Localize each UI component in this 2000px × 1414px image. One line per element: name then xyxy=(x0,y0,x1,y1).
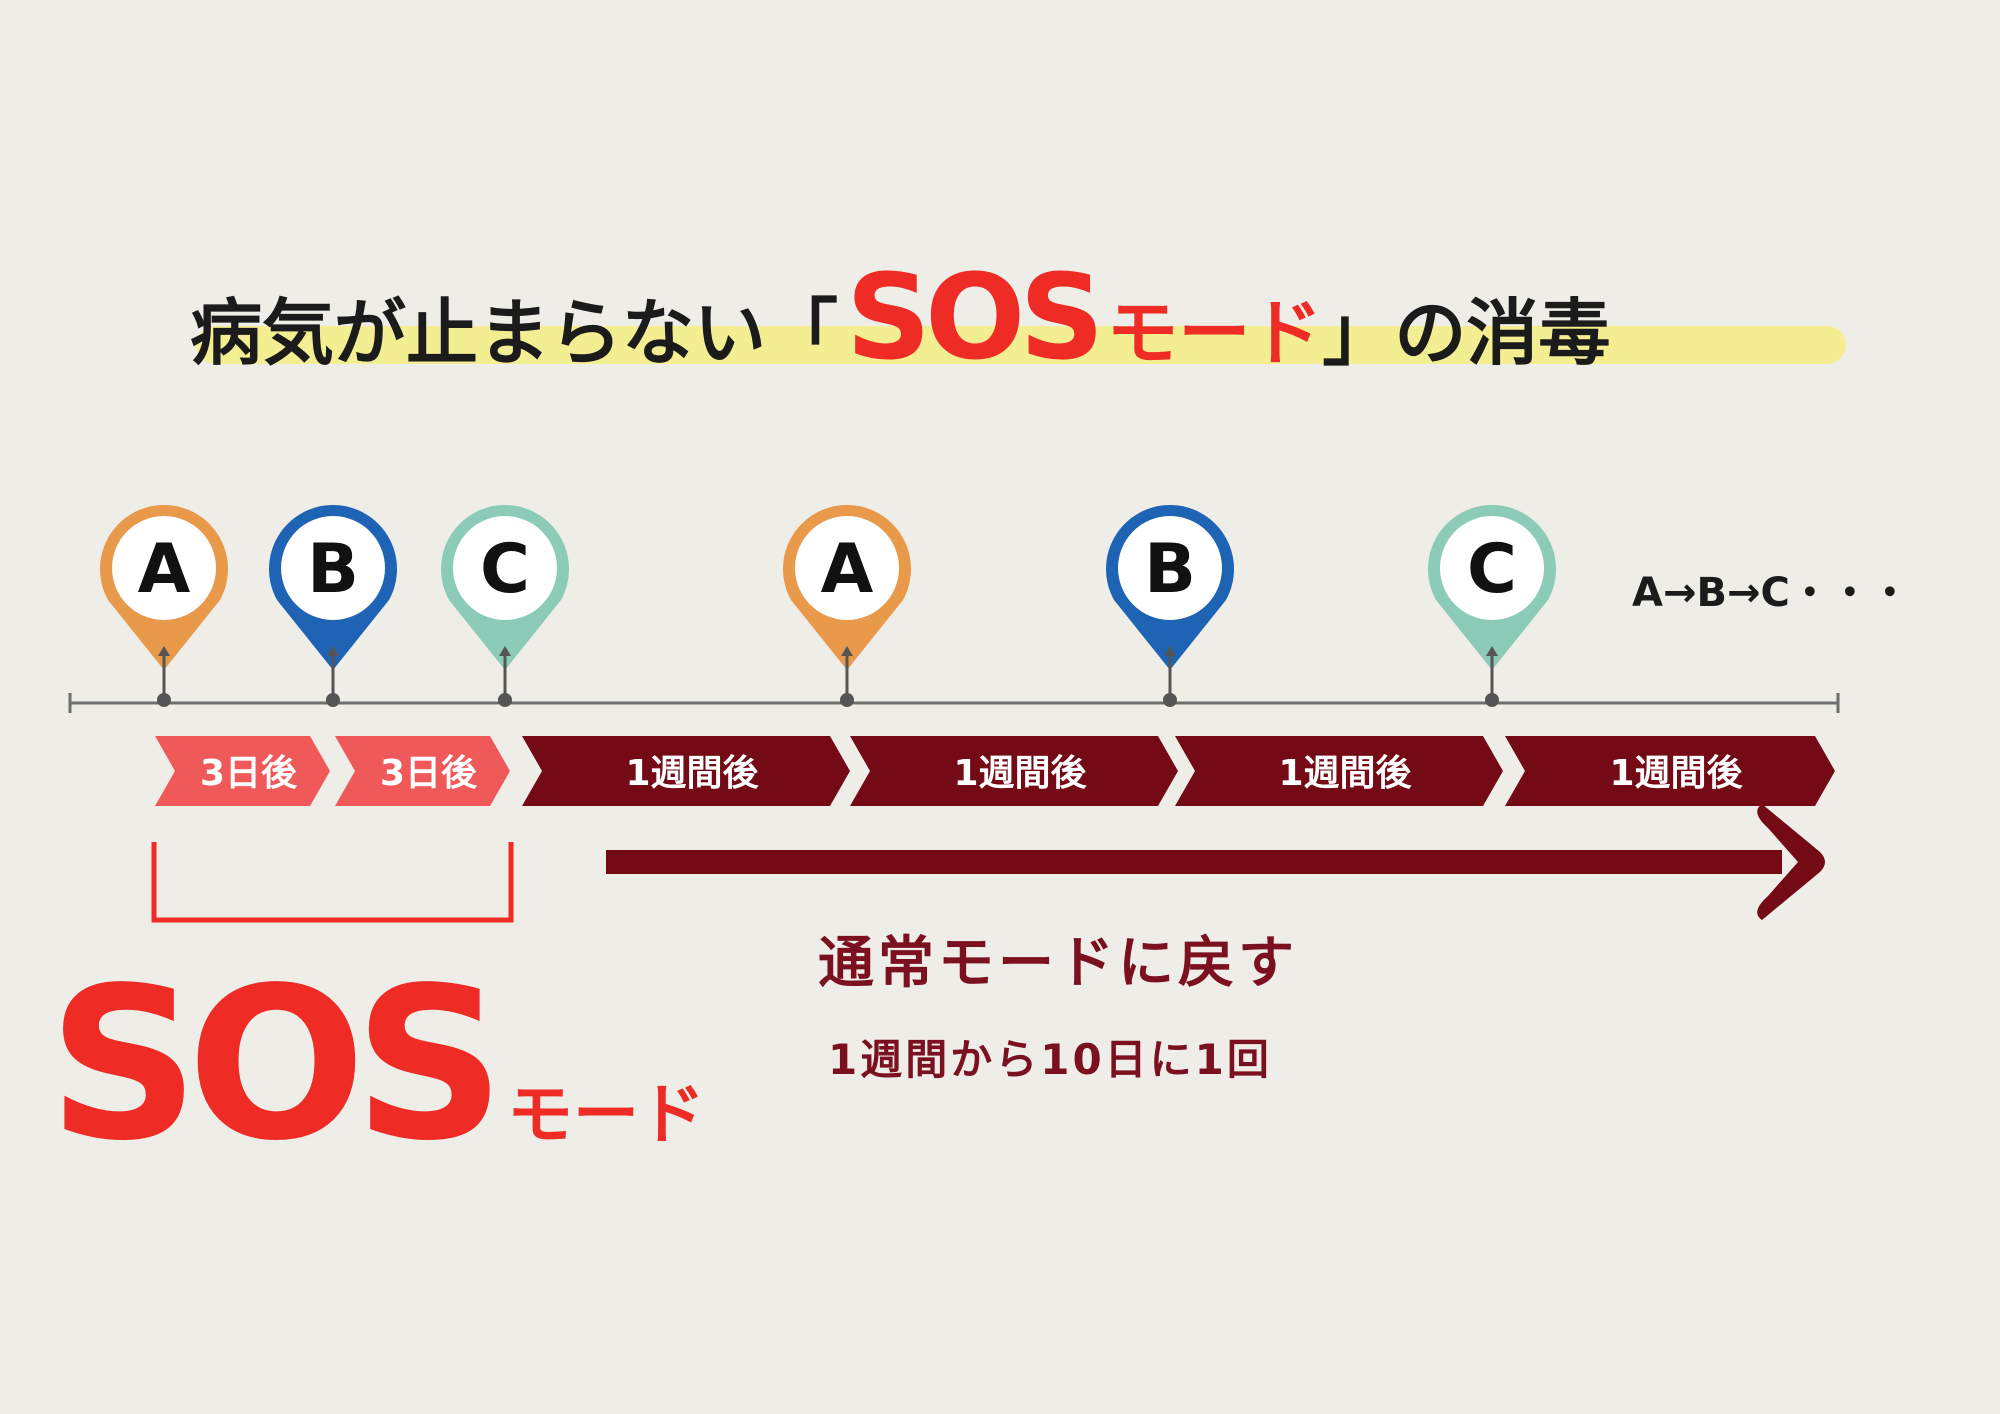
interval-label: 3日後 xyxy=(200,753,298,794)
marker-axis-dot xyxy=(1163,693,1177,707)
interval-label: 1週間後 xyxy=(1278,753,1412,794)
marker-pin-face xyxy=(1118,516,1222,620)
interval-chevron-6: 1週間後 xyxy=(1505,736,1835,806)
marker-stem-arrow xyxy=(499,646,511,656)
marker-letter: A xyxy=(821,530,874,609)
normal-mode-title: 通常モードに戻す xyxy=(818,931,1298,996)
marker-axis-dot xyxy=(840,693,854,707)
marker-pin-face xyxy=(795,516,899,620)
marker-axis-dot xyxy=(1485,693,1499,707)
marker-axis-dot xyxy=(498,693,512,707)
marker-stem-arrow xyxy=(1486,646,1498,656)
marker-axis-dot xyxy=(157,693,171,707)
page-title: 病気が止まらない「 SOS モード 」の消毒 xyxy=(190,248,1850,386)
interval-chevron-shape xyxy=(850,736,1178,806)
marker-letter: C xyxy=(480,530,530,609)
interval-chevron-5: 1週間後 xyxy=(1175,736,1503,806)
interval-chevron-1: 3日後 xyxy=(155,736,330,806)
marker-a-4: A xyxy=(782,505,911,707)
marker-b-5: B xyxy=(1106,505,1234,707)
interval-chevron-3: 1週間後 xyxy=(522,736,850,806)
marker-letter: C xyxy=(1467,530,1517,609)
sos-mode-label-mode: モード xyxy=(507,1076,706,1153)
sos-mode-label-sos: SOS xyxy=(48,942,505,1187)
marker-letter: A xyxy=(138,530,191,609)
marker-c-3: C xyxy=(440,505,569,707)
interval-chevron-shape xyxy=(1505,736,1835,806)
sos-bracket xyxy=(151,842,514,923)
interval-chevron-shape xyxy=(1175,736,1503,806)
marker-stem-arrow xyxy=(327,646,339,656)
marker-a-1: A xyxy=(100,505,228,707)
title-sos: SOS xyxy=(846,248,1104,386)
title-highlight xyxy=(196,326,1846,364)
marker-pin-face xyxy=(112,516,216,620)
intervals-layer: 3日後 3日後 1週間後 1週間後 1週間後 1週間後 xyxy=(155,736,1835,806)
sequence-note: A→B→C・・・ xyxy=(1632,570,1910,616)
title-sos-mode: モード xyxy=(1106,291,1323,375)
title-suffix: 」の消毒 xyxy=(1322,291,1611,375)
marker-pin-face xyxy=(1440,516,1544,620)
interval-label: 3日後 xyxy=(380,753,478,794)
marker-letter: B xyxy=(1144,530,1196,609)
title-prefix: 病気が止まらない「 xyxy=(190,291,839,375)
marker-stem-arrow xyxy=(1164,646,1176,656)
interval-label: 1週間後 xyxy=(625,753,759,794)
marker-axis-dot xyxy=(326,693,340,707)
interval-label: 1週間後 xyxy=(953,753,1087,794)
marker-c-6: C xyxy=(1428,505,1556,707)
normal-mode-arrow-head xyxy=(1757,804,1825,920)
interval-chevron-shape xyxy=(335,736,510,806)
marker-letter: B xyxy=(307,530,359,609)
marker-stem-arrow xyxy=(158,646,170,656)
interval-label: 1週間後 xyxy=(1609,753,1743,794)
normal-mode-subtitle: 1週間から10日に1回 xyxy=(828,1035,1272,1084)
marker-pin-face xyxy=(453,516,557,620)
interval-chevron-2: 3日後 xyxy=(335,736,510,806)
interval-chevron-shape xyxy=(522,736,850,806)
marker-pin-face xyxy=(281,516,385,620)
interval-chevron-shape xyxy=(155,736,330,806)
marker-stem-arrow xyxy=(841,646,853,656)
interval-chevron-4: 1週間後 xyxy=(850,736,1178,806)
marker-b-2: B xyxy=(269,505,398,707)
sos-mode-label: SOS モード xyxy=(48,960,706,1170)
